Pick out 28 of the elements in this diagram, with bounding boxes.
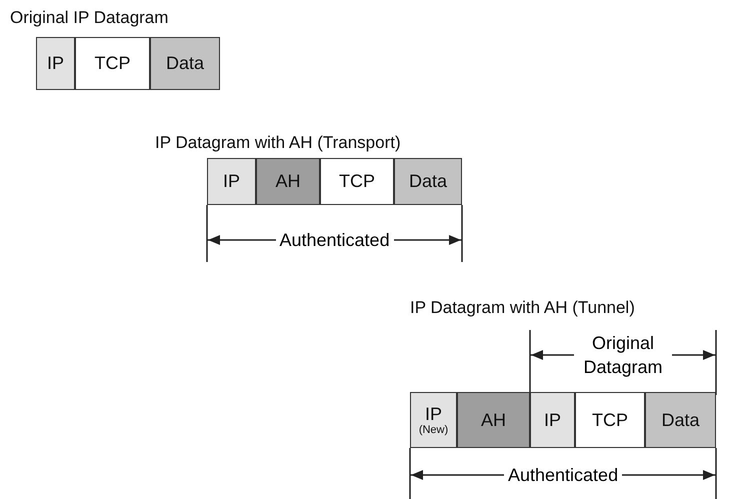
field-label: TCP (592, 410, 628, 430)
field-label: Data (661, 410, 700, 430)
field-label: AH (480, 410, 506, 430)
field-label: IP (544, 410, 561, 430)
packet-field (75, 37, 150, 90)
field-label: IP (222, 171, 240, 192)
field-label: IP (424, 404, 442, 425)
packet-field (207, 158, 256, 205)
field-label: AH (275, 171, 300, 192)
datagram-label: IP Datagram with AH (Transport) (155, 133, 401, 153)
packet-field (394, 158, 462, 205)
packet-field (36, 37, 75, 90)
field-label: TCP (339, 171, 375, 192)
packet-field (457, 392, 530, 448)
packet-field (410, 392, 457, 448)
datagram-label: IP Datagram with AH (Tunnel) (410, 298, 635, 318)
packet-field (575, 392, 645, 448)
packet-field (256, 158, 320, 205)
field-label: TCP (94, 53, 130, 74)
field-label: (New) (418, 425, 448, 436)
packet-field (645, 392, 716, 448)
packet-field (530, 392, 575, 448)
field-label: Data (166, 53, 204, 74)
datagram-label: Original IP Datagram (10, 8, 168, 28)
field-label: IP (46, 53, 64, 74)
field-label: Data (408, 171, 448, 192)
packet-field (150, 37, 220, 90)
packet-field (320, 158, 394, 205)
